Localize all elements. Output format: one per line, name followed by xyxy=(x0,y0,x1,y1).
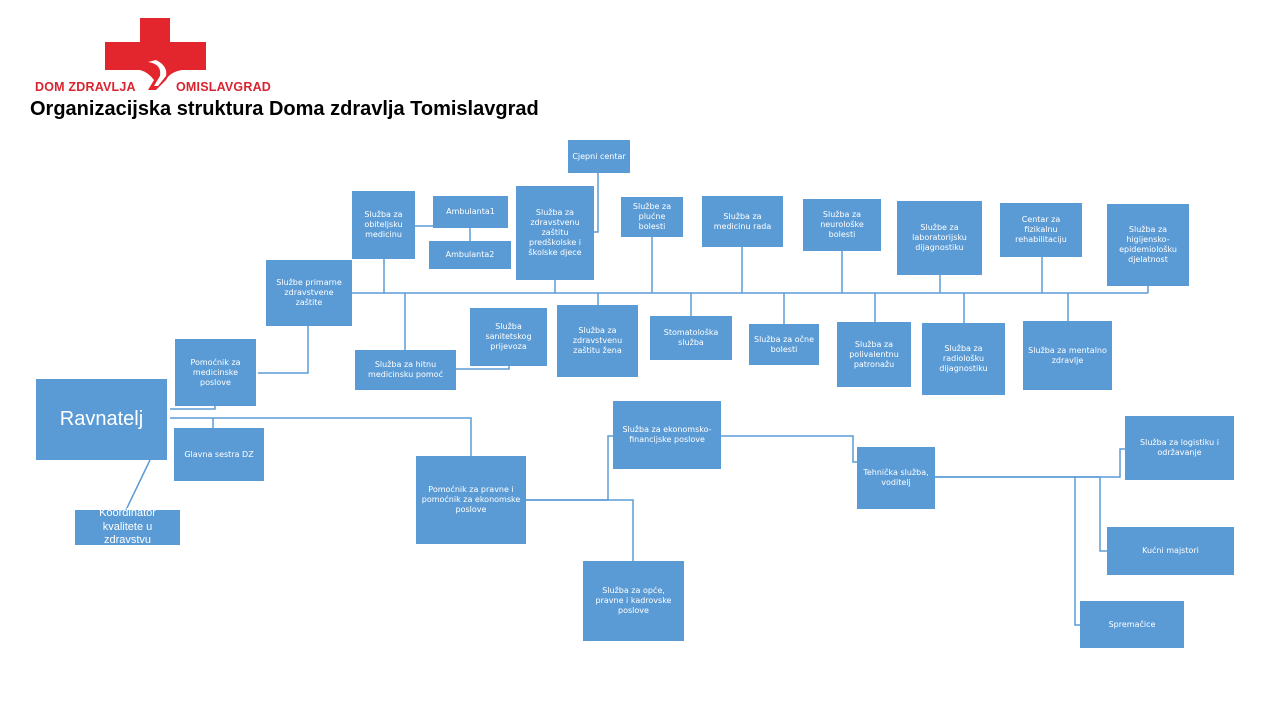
koordinator-box: Koordinator kvalitete u zdravstvu xyxy=(75,507,180,546)
medicina-rada-box: Služba za medicinu rada xyxy=(702,196,783,247)
pomocnik-pravne-ekonomske-box: Pomoćnik za pravne i pomoćnik za ekonoms… xyxy=(416,456,526,544)
ambulanta1-box: Ambulanta1 xyxy=(433,196,508,228)
polivalentna-patronaza-box: Služba za polivalentnu patronažu xyxy=(837,322,911,387)
radioloska-dijagnostika-box: Služba za radiološku dijagnostiku xyxy=(922,323,1005,395)
ekonomsko-financijske-box: Služba za ekonomsko-financijske poslove xyxy=(613,401,721,469)
plucne-bolesti-box: Službe za plućne bolesti xyxy=(621,197,683,237)
logo: DOM ZDRAVLJA OMISLAVGRAD xyxy=(30,14,275,94)
predskolska-skolska-box: Služba za zdravstvenu zaštitu predškolsk… xyxy=(516,186,594,280)
page-title: Organizacijska struktura Doma zdravlja T… xyxy=(30,98,539,120)
fizikalna-rehabilitacija-box: Centar za fizikalnu rehabilitaciju xyxy=(1000,203,1082,257)
laboratorijska-dijagnostika-box: Službe za laboratorijsku dijagnostiku xyxy=(897,201,982,275)
primarna-zastita-box: Službe primarne zdravstvene zaštite xyxy=(266,260,352,326)
zastita-zena-box: Služba za zdravstvenu zaštitu žena xyxy=(557,305,638,377)
opce-pravne-kadrovske-box: Služba za opće, pravne i kadrovske poslo… xyxy=(583,561,684,641)
logo-cross-icon xyxy=(105,18,206,90)
stomatoloska-sluzba-box: Stomatološka služba xyxy=(650,316,732,360)
kucni-majstori-box: Kućni majstori xyxy=(1107,527,1234,575)
tehnicka-sluzba-box: Tehnička služba, voditelj xyxy=(857,447,935,509)
ravnatelj-box: Ravnatelj xyxy=(36,379,167,460)
hitna-pomoc-box: Služba za hitnu medicinsku pomoć xyxy=(355,350,456,390)
logo-text-left: DOM ZDRAVLJA xyxy=(35,80,136,94)
ocne-bolesti-box: Služba za očne bolesti xyxy=(749,324,819,365)
higijensko-epidemioloska-box: Služba za higijensko-epidemiološku djela… xyxy=(1107,204,1189,286)
mentalno-zdravlje-box: Služba za mentalno zdravlje xyxy=(1023,321,1112,390)
pomocnik-medicinske-box: Pomoćnik za medicinske poslove xyxy=(175,339,256,406)
logo-text-right: OMISLAVGRAD xyxy=(176,80,272,94)
ambulanta2-box: Ambulanta2 xyxy=(429,241,511,269)
sanitetski-prijevoz-box: Služba sanitetskog prijevoza xyxy=(470,308,547,366)
glavna-sestra-box: Glavna sestra DZ xyxy=(174,428,264,481)
obiteljska-medicina-box: Služba za obiteljsku medicinu xyxy=(352,191,415,259)
logistika-odrzavanje-box: Služba za logistiku i održavanje xyxy=(1125,416,1234,480)
neuroloske-bolesti-box: Služba za neurološke bolesti xyxy=(803,199,881,251)
cjepni-centar-box: Cjepni centar xyxy=(568,140,630,173)
spremacice-box: Spremačice xyxy=(1080,601,1184,648)
